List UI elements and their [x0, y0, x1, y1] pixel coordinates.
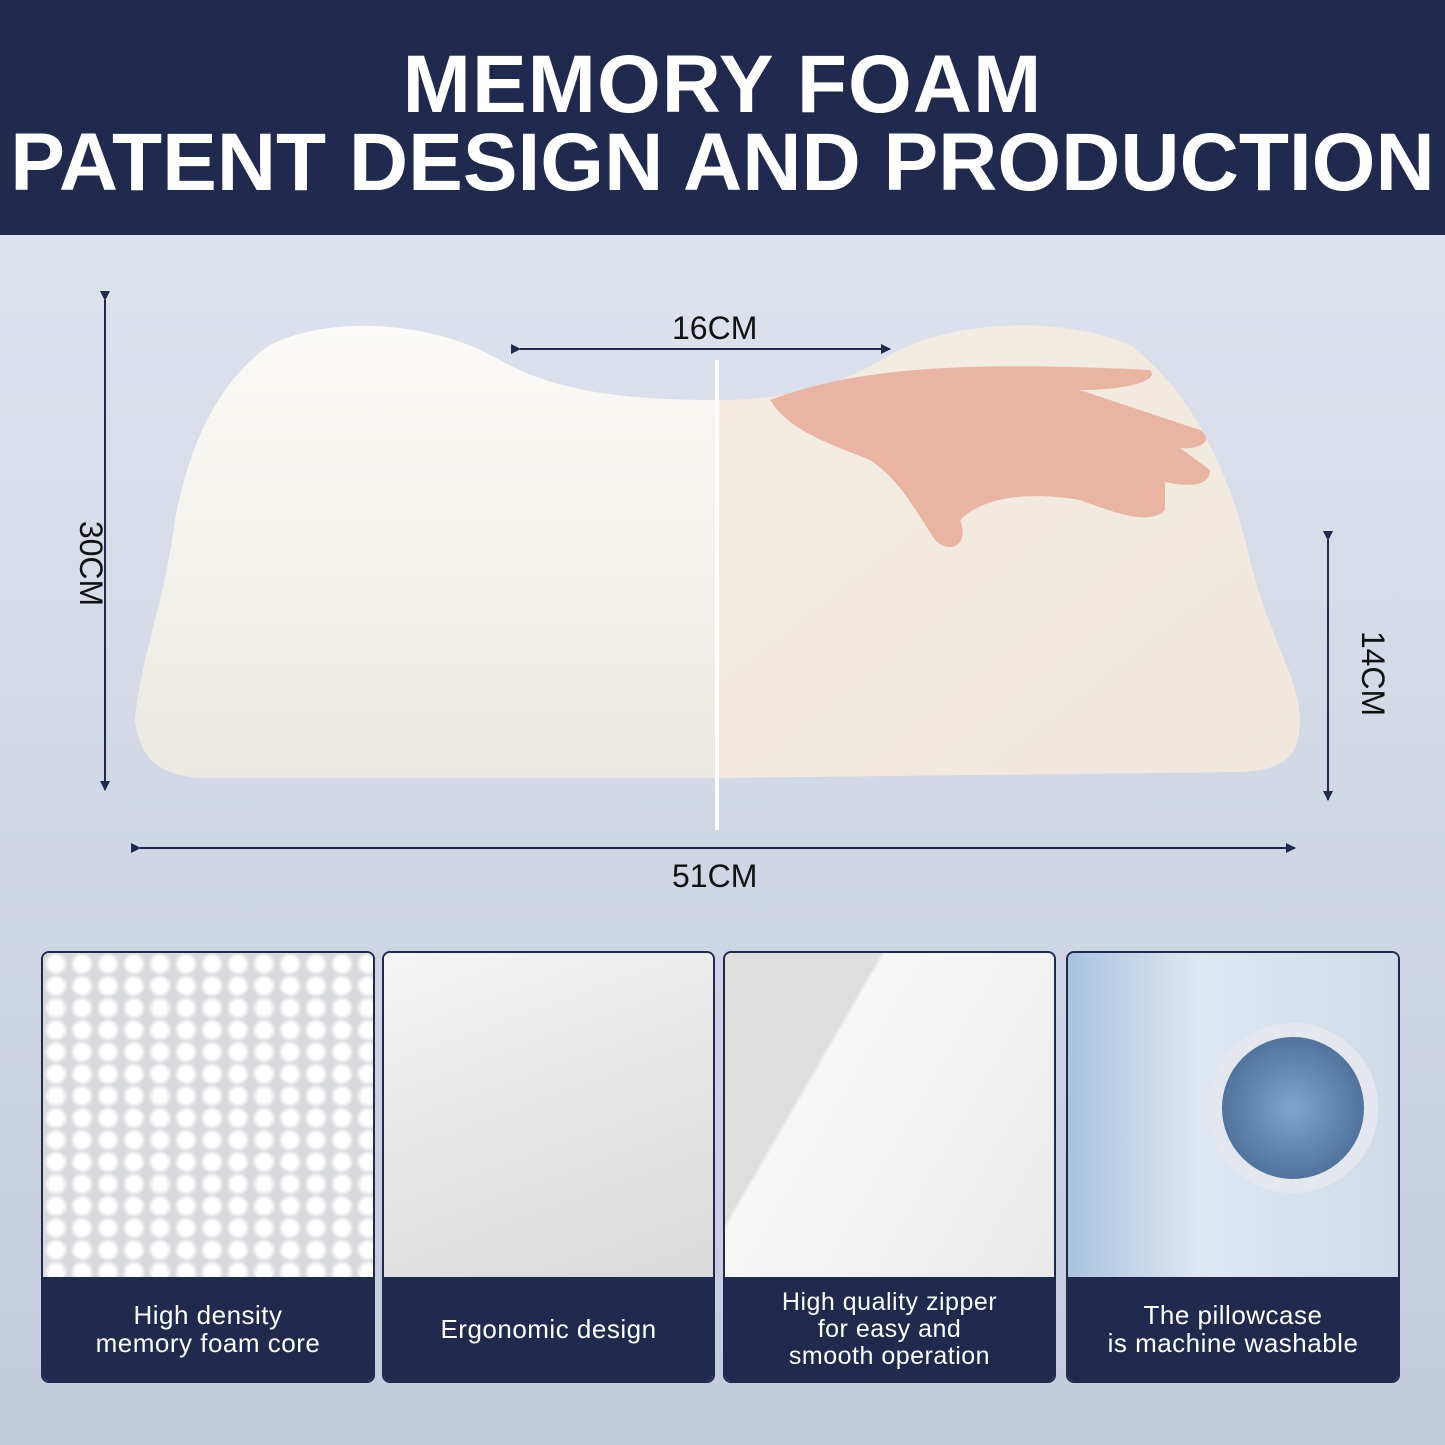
- washing-machine-image: [1068, 953, 1398, 1280]
- label-16cm: 16CM: [672, 310, 758, 346]
- washing-machine-door-icon: [1208, 1023, 1378, 1193]
- feature-card-ergonomic: Ergonomic design: [382, 951, 715, 1383]
- label-30cm: 30CM: [73, 520, 110, 607]
- foam-texture-image: [43, 953, 373, 1280]
- caption-line: smooth operation: [788, 1341, 991, 1370]
- pillow-dimension-diagram: [100, 291, 1333, 853]
- caption-line: memory foam core: [95, 1328, 321, 1358]
- title-line-1: MEMORY FOAM: [402, 39, 1043, 130]
- caption-line: High quality zipper: [781, 1287, 998, 1316]
- caption-line: is machine washable: [1107, 1328, 1359, 1358]
- label-14cm: 14CM: [1355, 630, 1392, 717]
- caption-line: High density: [133, 1300, 283, 1330]
- caption-line: Ergonomic design: [440, 1314, 657, 1344]
- title-banner: MEMORY FOAM PATENT DESIGN AND PRODUCTION: [0, 0, 1445, 235]
- pillow-covered-half: [135, 325, 717, 778]
- hand-print: [770, 366, 1210, 548]
- label-51cm: 51CM: [672, 858, 758, 894]
- ergonomic-pillow-image: [384, 953, 713, 1280]
- zipper-image: [725, 953, 1054, 1280]
- caption-line: The pillowcase: [1143, 1300, 1323, 1330]
- caption-line: for easy and: [817, 1314, 962, 1343]
- title-line-2: PATENT DESIGN AND PRODUCTION: [10, 117, 1435, 208]
